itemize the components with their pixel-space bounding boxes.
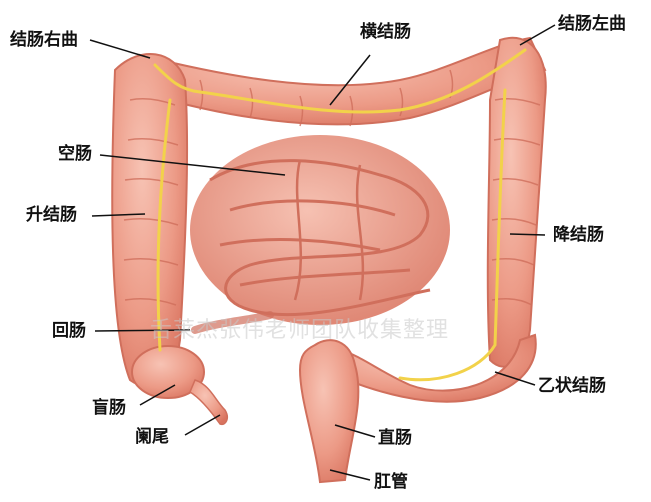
- watermark: 舌莱杰张伟老师团队收集整理: [150, 312, 449, 344]
- label-transverse-colon: 横结肠: [360, 22, 411, 42]
- label-descending-colon: 降结肠: [553, 225, 604, 245]
- label-hepatic-flexure: 结肠右曲: [10, 30, 78, 50]
- small-intestine: [190, 135, 450, 325]
- label-rectum: 直肠: [378, 428, 412, 448]
- label-splenic-flexure: 结肠左曲: [558, 14, 626, 34]
- label-small-intestine: 空肠: [58, 144, 92, 164]
- label-cecum: 盲肠: [92, 398, 126, 418]
- label-ileum: 回肠: [52, 321, 86, 341]
- label-anal-canal: 肛管: [374, 472, 408, 492]
- label-sigmoid-colon: 乙状结肠: [538, 376, 606, 396]
- label-ascending-colon: 升结肠: [26, 205, 77, 225]
- label-appendix: 阑尾: [135, 427, 169, 447]
